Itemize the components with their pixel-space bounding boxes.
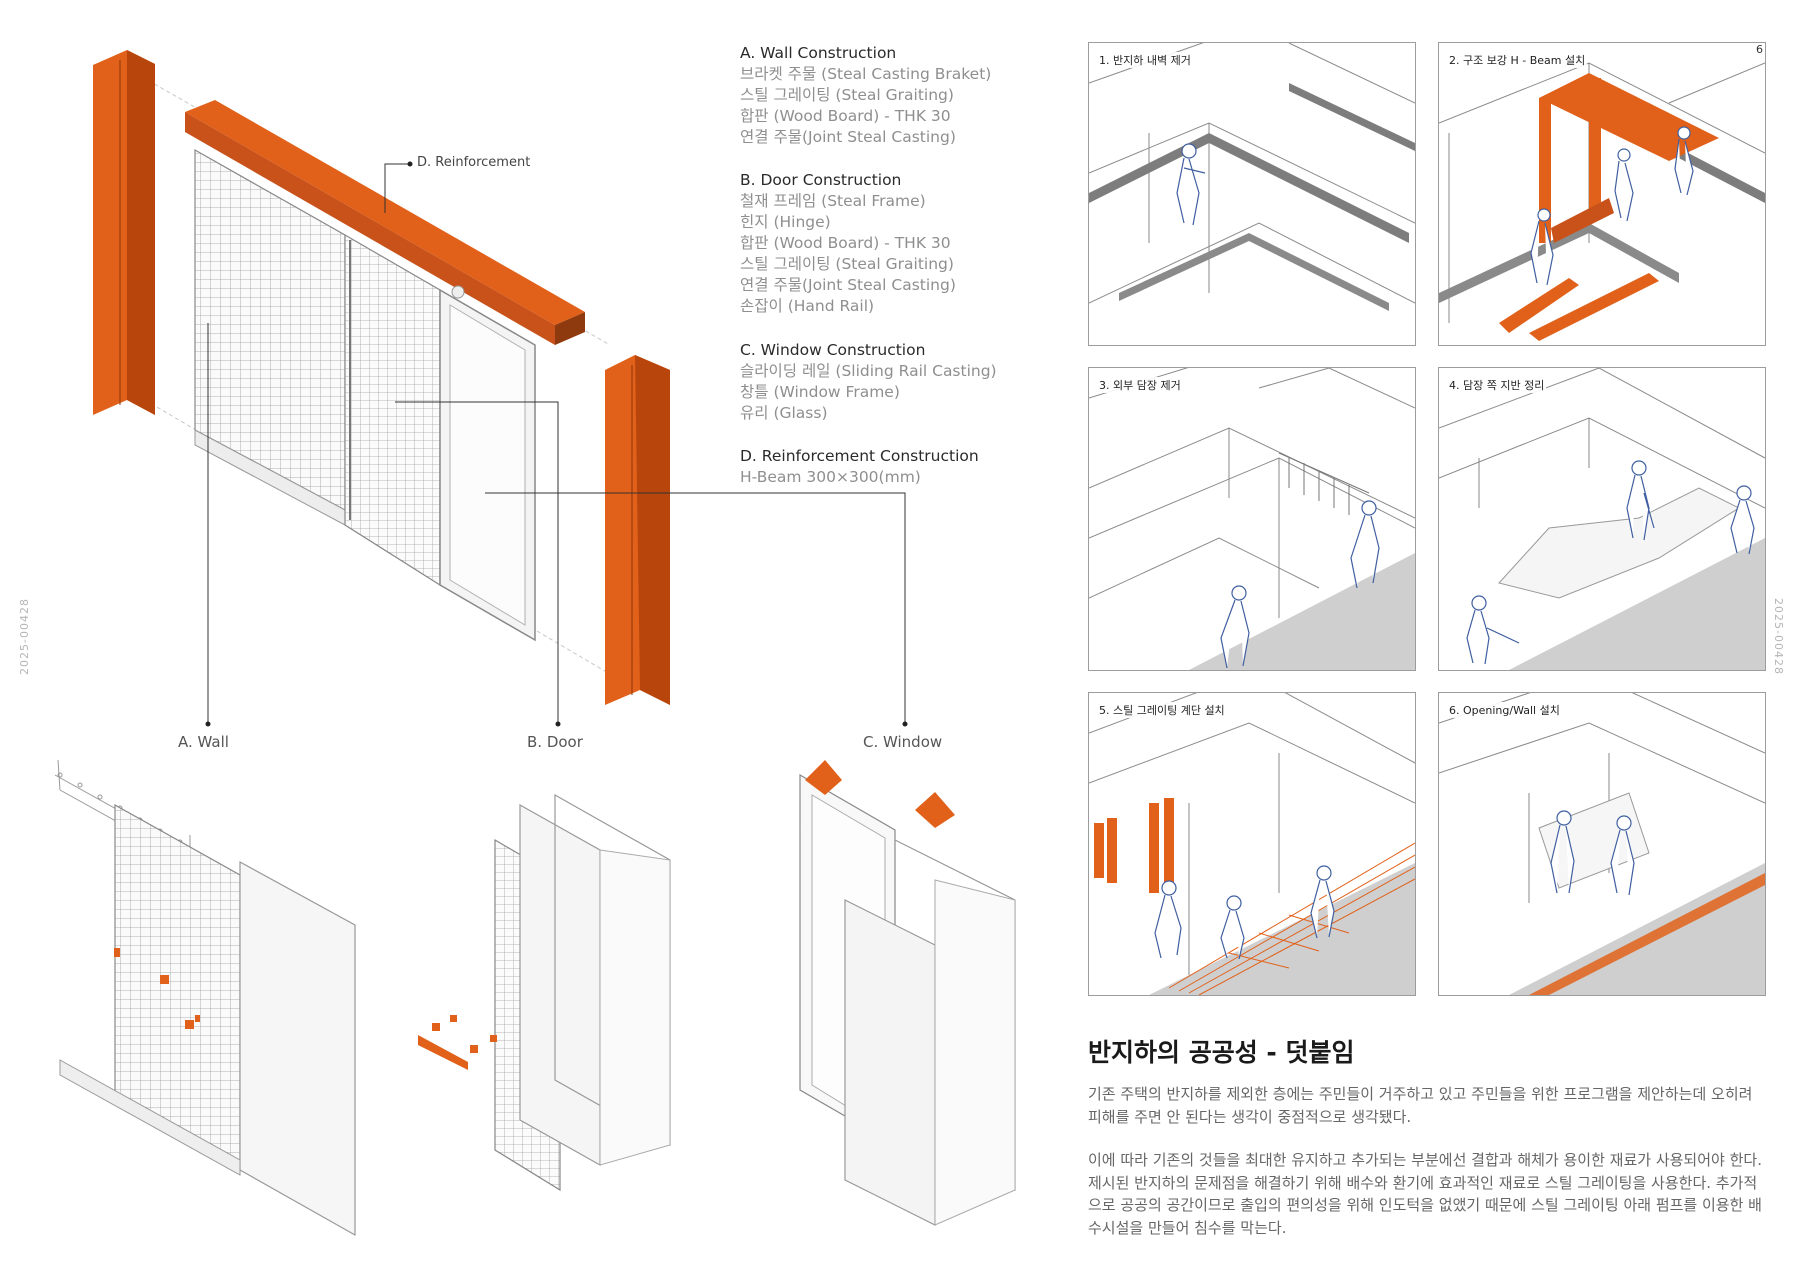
spec-item: 손잡이 (Hand Rail) <box>740 297 875 315</box>
side-code-right: 2025-00428 <box>1771 598 1785 675</box>
spec-item: 브라켓 주물 (Steal Casting Braket) <box>740 65 992 83</box>
h-beam-column-left <box>93 50 155 415</box>
callout-reinforcement: D. Reinforcement <box>417 155 531 170</box>
leader-lines <box>207 163 906 722</box>
wall-joint-castings <box>114 948 200 1029</box>
step-4-illustration <box>1439 368 1765 670</box>
worker-figures <box>1530 126 1694 286</box>
step-3-illustration <box>1089 368 1415 670</box>
spec-window: C. Window Construction 슬라이딩 레일 (Sliding … <box>740 340 997 424</box>
spec-item: 스틸 그레이팅 (Steal Graiting) <box>740 86 954 104</box>
spec-door-heading: B. Door Construction <box>740 171 902 189</box>
step-1-illustration <box>1089 43 1415 311</box>
leader-dots <box>205 161 908 727</box>
spec-door: B. Door Construction 철재 프레임 (Steal Frame… <box>740 170 956 317</box>
spec-item: H-Beam 300×300(mm) <box>740 468 921 486</box>
worker-figures <box>1154 865 1335 960</box>
door-hinge-parts <box>418 1015 497 1070</box>
step-panel-6: 6. Opening/Wall 설치 <box>1438 692 1766 996</box>
section-title: 반지하의 공공성 - 덧붙임 <box>1088 1038 1355 1067</box>
window-frame-panel <box>439 285 536 642</box>
label-door: B. Door <box>527 733 583 751</box>
spec-item: 연결 주물(Joint Steal Casting) <box>740 276 956 294</box>
sliding-rail-castings <box>805 760 955 828</box>
exploded-door <box>418 793 671 1192</box>
step-4-caption: 4. 담장 쪽 지반 정리 <box>1447 377 1547 393</box>
worker-figures <box>1466 460 1755 665</box>
spec-window-heading: C. Window Construction <box>740 341 926 359</box>
door-grating-panel <box>344 233 441 587</box>
worker-figures <box>1220 500 1380 669</box>
railing <box>1278 452 1370 515</box>
spec-item: 힌지 (Hinge) <box>740 213 831 231</box>
paragraph-1: 기존 주택의 반지하를 제외한 층에는 주민들이 거주하고 있고 주민들을 위한… <box>1088 1085 1753 1126</box>
spec-wall: A. Wall Construction 브라켓 주물 (Steal Casti… <box>740 43 991 148</box>
axonometric-assembly-diagram <box>54 50 1016 1237</box>
step-panel-4: 4. 담장 쪽 지반 정리 <box>1438 367 1766 671</box>
step-2-caption: 2. 구조 보강 H - Beam 설치 <box>1447 52 1588 68</box>
spec-item: 창틀 (Window Frame) <box>740 383 900 401</box>
spec-item: 합판 (Wood Board) - THK 30 <box>740 107 951 125</box>
h-beam-frame-installed <box>1539 73 1719 243</box>
worker-figures <box>1550 810 1635 896</box>
h-beam-columns <box>1094 798 1174 893</box>
step-panel-1: 1. 반지하 내벽 제거 <box>1088 42 1416 346</box>
label-window: C. Window <box>863 733 943 751</box>
spec-item: 유리 (Glass) <box>740 404 828 422</box>
step-panel-3: 3. 외부 담장 제거 <box>1088 367 1416 671</box>
worker-figure <box>1176 143 1206 226</box>
spec-item: 연결 주물(Joint Steal Casting) <box>740 128 956 146</box>
step-5-illustration <box>1089 693 1415 995</box>
h-beam-column-right <box>605 355 670 705</box>
step-panel-5: 5. 스틸 그레이팅 계단 설치 <box>1088 692 1416 996</box>
paragraph-2: 이에 따라 기존의 것들을 최대한 유지하고 추가되는 부분에선 결합과 해체가… <box>1088 1151 1762 1237</box>
spec-item: 합판 (Wood Board) - THK 30 <box>740 234 951 252</box>
step-1-caption: 1. 반지하 내벽 제거 <box>1097 52 1193 68</box>
spec-item: 슬라이딩 레일 (Sliding Rail Casting) <box>740 362 997 380</box>
step-3-caption: 3. 외부 담장 제거 <box>1097 377 1183 393</box>
spec-reinforcement: D. Reinforcement Construction H-Beam 300… <box>740 446 979 488</box>
exploded-window <box>799 760 1016 1226</box>
exploded-wall <box>54 759 356 1237</box>
page-number: 6 <box>1756 43 1763 56</box>
step-6-caption: 6. Opening/Wall 설치 <box>1447 702 1562 718</box>
spec-wall-heading: A. Wall Construction <box>740 44 897 62</box>
spec-item: 철재 프레임 (Steal Frame) <box>740 192 926 210</box>
step-6-illustration <box>1439 693 1765 995</box>
label-wall: A. Wall <box>178 733 229 751</box>
step-2-illustration <box>1439 62 1765 341</box>
step-panel-2: 2. 구조 보강 H - Beam 설치 6 <box>1438 42 1766 346</box>
spec-reinforcement-heading: D. Reinforcement Construction <box>740 447 979 465</box>
h-beam-on-ground <box>1499 273 1659 341</box>
spec-item: 스틸 그레이팅 (Steal Graiting) <box>740 255 954 273</box>
step-5-caption: 5. 스틸 그레이팅 계단 설치 <box>1097 702 1227 718</box>
